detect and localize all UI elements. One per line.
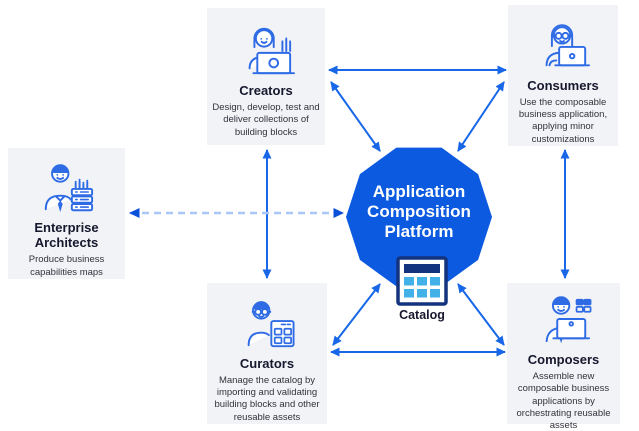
catalog-block: Catalog (393, 256, 451, 322)
composers-title: Composers (527, 352, 600, 367)
platform-title: Application Composition Platform (352, 182, 486, 242)
connection-creators-platform (330, 81, 381, 152)
catalog-icon (396, 256, 448, 306)
enterprise-architects-card: Enterprise Architects Produce business c… (8, 148, 125, 279)
platform-title-line3: Platform (384, 222, 454, 241)
decagon-shape (346, 147, 492, 287)
composers-card: Composers Assemble new composable busine… (507, 283, 620, 431)
enterprise-architects-icon (36, 158, 98, 215)
curators-title: Curators (239, 355, 295, 371)
connection-curators-platform (332, 283, 381, 346)
composers-icon (533, 291, 595, 347)
enterprise-architects-description: Produce business capabilities maps (28, 254, 105, 278)
connection-consumers-platform (457, 81, 505, 152)
consumers-title: Consumers (527, 77, 599, 93)
platform-decagon (346, 147, 492, 287)
curators-icon (236, 291, 298, 351)
consumers-card: Consumers Use the composable business ap… (508, 5, 618, 146)
creators-title: Creators (239, 83, 293, 98)
curators-card: Curators Manage the catalog by importing… (207, 283, 327, 424)
enterprise-architects-title: Enterprise Architects (34, 220, 99, 251)
connection-composers-platform (457, 283, 505, 346)
platform-title-line2: Composition (367, 202, 471, 221)
platform-title-line1: Application (372, 182, 466, 201)
creators-icon (235, 16, 297, 78)
creators-description: Design, develop, test and deliver collec… (212, 101, 320, 138)
curators-description: Manage the catalog by importing and vali… (214, 374, 320, 423)
consumers-icon (533, 13, 593, 73)
consumers-description: Use the composable business application,… (518, 96, 608, 145)
catalog-label: Catalog (399, 308, 445, 322)
composers-description: Assemble new composable business applica… (516, 370, 611, 431)
creators-card: Creators Design, develop, test and deliv… (207, 8, 325, 145)
